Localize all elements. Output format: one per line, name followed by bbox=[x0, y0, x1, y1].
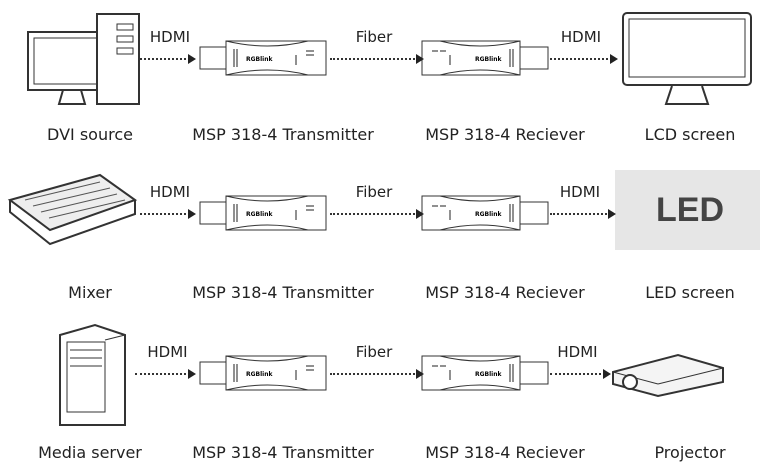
svg-text:RGBlink: RGBlink bbox=[475, 56, 503, 63]
hdmi-label: HDMI bbox=[559, 183, 601, 201]
hdmi-label: HDMI bbox=[560, 28, 602, 46]
svg-text:RGBlink: RGBlink bbox=[246, 211, 274, 218]
transmitter-device: RGBlink bbox=[199, 40, 327, 76]
fiber-arrow bbox=[330, 209, 424, 219]
hdmi-arrow bbox=[140, 54, 196, 64]
hdmi-arrow bbox=[140, 209, 196, 219]
hdmi-arrow bbox=[550, 209, 616, 219]
svg-text:RGBlink: RGBlink bbox=[246, 56, 274, 63]
fiber-arrow bbox=[330, 54, 424, 64]
destination-label: LED screen bbox=[645, 283, 735, 302]
source-label: Mixer bbox=[68, 283, 112, 302]
receiver-label: MSP 318-4 Reciever bbox=[425, 125, 585, 144]
transmitter-label: MSP 318-4 Transmitter bbox=[192, 443, 374, 462]
source-label: Media server bbox=[38, 443, 142, 462]
server-tower-icon bbox=[59, 323, 126, 426]
destination-label: LCD screen bbox=[644, 125, 736, 144]
source-label: DVI source bbox=[47, 125, 133, 144]
receiver-device: RGBlink bbox=[421, 195, 549, 231]
transmitter-device: RGBlink bbox=[199, 195, 327, 231]
transmitter-device: RGBlink bbox=[199, 355, 327, 391]
computer-icon bbox=[27, 13, 140, 105]
svg-text:RGBlink: RGBlink bbox=[475, 211, 503, 218]
led-panel-icon: LED bbox=[615, 170, 760, 250]
receiver-label: MSP 318-4 Reciever bbox=[425, 283, 585, 302]
hdmi-arrow bbox=[550, 54, 618, 64]
fiber-label: Fiber bbox=[355, 343, 393, 361]
receiver-label: MSP 318-4 Reciever bbox=[425, 443, 585, 462]
hdmi-arrow bbox=[550, 369, 611, 379]
receiver-device: RGBlink bbox=[421, 355, 549, 391]
fiber-arrow bbox=[330, 369, 424, 379]
destination-label: Projector bbox=[654, 443, 726, 462]
hdmi-arrow bbox=[135, 369, 196, 379]
monitor-icon bbox=[622, 12, 752, 105]
projector-icon bbox=[612, 353, 724, 398]
hdmi-label: HDMI bbox=[557, 343, 598, 361]
hdmi-label: HDMI bbox=[147, 343, 188, 361]
fiber-label: Fiber bbox=[355, 183, 393, 201]
hdmi-label: HDMI bbox=[149, 183, 191, 201]
transmitter-label: MSP 318-4 Transmitter bbox=[192, 283, 374, 302]
fiber-label: Fiber bbox=[355, 28, 393, 46]
mixer-icon bbox=[7, 173, 138, 246]
receiver-device: RGBlink bbox=[421, 40, 549, 76]
svg-text:RGBlink: RGBlink bbox=[475, 371, 503, 378]
svg-text:RGBlink: RGBlink bbox=[246, 371, 274, 378]
transmitter-label: MSP 318-4 Transmitter bbox=[192, 125, 374, 144]
hdmi-label: HDMI bbox=[149, 28, 191, 46]
